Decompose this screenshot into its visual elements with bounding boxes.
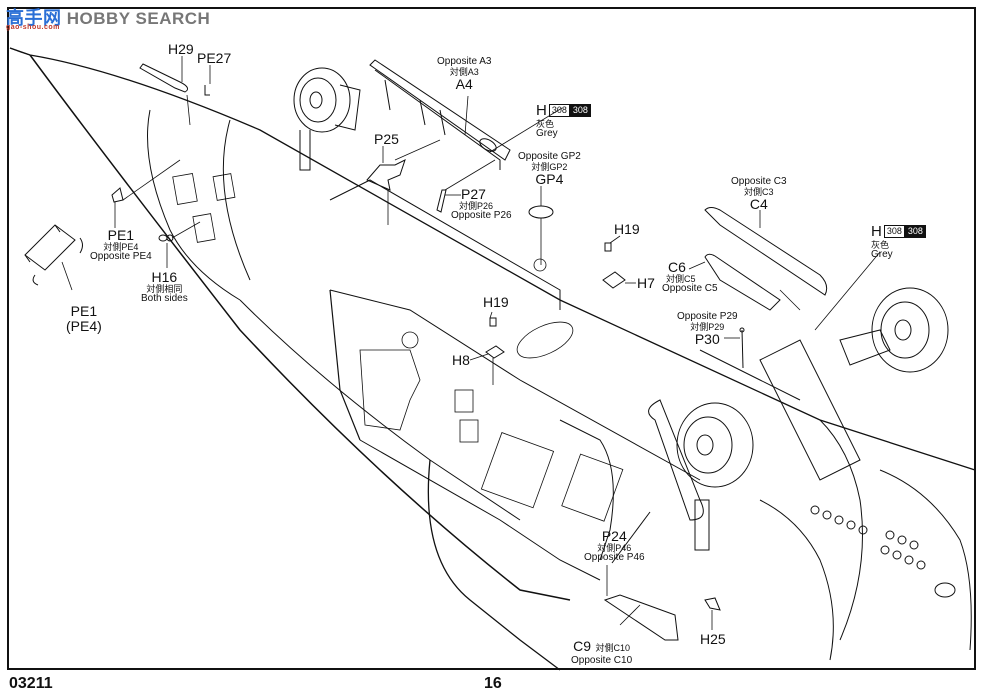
- callout-a4: Opposite A3 対側A3 A4: [437, 56, 492, 92]
- part-h8: [485, 345, 505, 359]
- callout-h29: H29: [168, 41, 194, 57]
- fuselage-outline: [9, 47, 976, 671]
- engine-panel: [810, 505, 956, 598]
- callout-h8: H8: [452, 352, 470, 368]
- part-h25: [704, 597, 721, 611]
- page-frame: [7, 7, 976, 670]
- part-h29: [139, 63, 189, 93]
- callout-c4: Opposite C3 対側C3 C4: [731, 176, 787, 212]
- part-pe27: [204, 85, 210, 96]
- callout-p27: P27 対側P26 Opposite P26: [451, 186, 512, 222]
- part-c4: [704, 207, 828, 296]
- main-gear-right: [839, 287, 949, 373]
- gear-door: [759, 339, 861, 481]
- callout-p24: P24 対側P46 Opposite P46: [584, 528, 645, 564]
- watermark: 高手网 HOBBY SEARCH gao-shou.com: [6, 4, 211, 31]
- nose-gear: [293, 67, 361, 171]
- paint-swatch-outline: 308: [883, 225, 905, 239]
- leader-lines: [61, 56, 881, 630]
- part-h19-parts: [489, 242, 612, 327]
- callout-h19-right: H19: [614, 221, 640, 237]
- callout-p25: P25: [374, 131, 399, 147]
- callout-c9: C9 対側C10 Opposite C10: [571, 638, 633, 666]
- panel-details: [172, 173, 624, 522]
- watermark-domain: gao-shou.com: [6, 24, 60, 31]
- callout-gp4: Opposite GP2 対側GP2 GP4: [518, 151, 581, 187]
- callout-c6: C6 対側C5 Opposite C5: [662, 259, 718, 295]
- part-c9: [603, 594, 679, 641]
- callout-pe1-bottom: PE1 (PE4): [66, 303, 102, 334]
- part-gp4: [528, 205, 554, 219]
- watermark-brand: 高手网: [6, 8, 62, 28]
- callout-h25: H25: [700, 631, 726, 647]
- part-p30: [739, 327, 745, 369]
- part-p27: [436, 189, 447, 213]
- callout-h16: H16 対側相同 Both sides: [141, 269, 188, 305]
- part-h16: [158, 234, 174, 242]
- part-c6: [704, 253, 781, 311]
- part-pe1-folded: [24, 224, 83, 286]
- watermark-text: HOBBY SEARCH: [66, 9, 211, 28]
- callout-h19-center: H19: [483, 294, 509, 310]
- paint-swatch-outline: 308: [548, 104, 570, 118]
- part-pe1-small: [111, 187, 124, 203]
- part-p25: [366, 159, 406, 191]
- main-gear-lower: [648, 399, 754, 551]
- kit-number: 03211: [9, 675, 53, 692]
- callout-p30: Opposite P29 対側P29 P30: [677, 311, 738, 347]
- part-a4: [369, 59, 511, 170]
- paint-swatch-filled: 308: [904, 225, 926, 239]
- part-h7: [602, 271, 626, 289]
- part-p24: [611, 511, 651, 564]
- page-number: 16: [484, 675, 502, 692]
- callout-h7: H7: [637, 275, 655, 291]
- callout-pe27: PE27: [197, 50, 232, 66]
- callout-pe1-top: PE1 対側PE4 Opposite PE4: [90, 227, 152, 263]
- paint-swatch-filled: 308: [569, 104, 591, 118]
